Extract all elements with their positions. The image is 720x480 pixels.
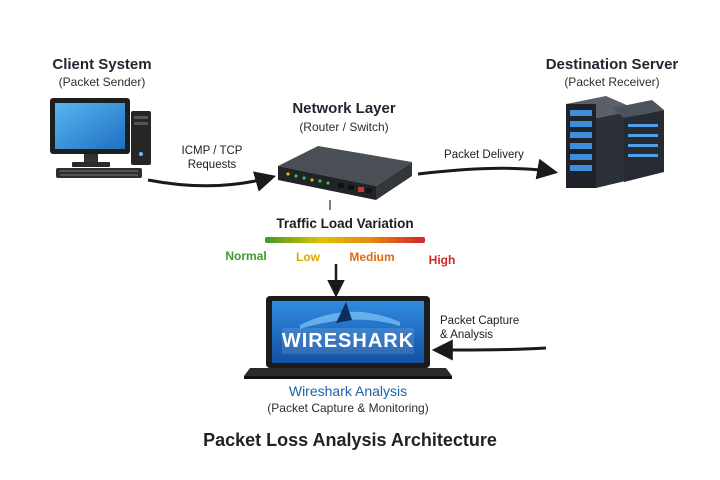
server-rack-icon [566,96,664,188]
diagram-title: Packet Loss Analysis Architecture [203,430,497,450]
capture-arrow [431,339,547,361]
network-to-server-label: Packet Delivery [444,149,524,161]
wireshark-logo-text: WIRESHARK [281,330,415,352]
client-title: Client System [52,56,152,73]
traffic-level-normal: Normal [225,249,267,263]
server-title: Destination Server [545,56,679,73]
client-subtitle: (Packet Sender) [58,75,146,89]
client-to-network-arrow [147,171,277,192]
wireshark-title: Wireshark Analysis [288,383,408,399]
traffic-level-high: High [428,253,456,267]
capture-label-line2: & Analysis [440,329,494,341]
traffic-load-title: Traffic Load Variation [276,216,414,231]
server-subtitle: (Packet Receiver) [564,75,660,89]
network-to-server-arrow [417,158,559,180]
wireshark-laptop-icon [244,296,452,379]
traffic-load-bar [265,237,425,243]
traffic-level-low: Low [296,250,320,264]
network-subtitle: (Router / Switch) [299,120,389,134]
network-title: Network Layer [292,100,396,117]
traffic-level-medium: Medium [349,250,395,264]
router-switch-icon [278,146,412,200]
capture-label-line1: Packet Capture [440,315,520,327]
client-to-network-label: ICMP / TCP Requests [160,144,264,172]
client-to-network-label-line2: Requests [187,159,237,171]
desktop-computer-icon [50,98,151,178]
client-to-network-label-line1: ICMP / TCP [181,145,243,157]
wireshark-subtitle: (Packet Capture & Monitoring) [267,401,429,415]
capture-label: Packet Capture & Analysis [440,314,544,342]
